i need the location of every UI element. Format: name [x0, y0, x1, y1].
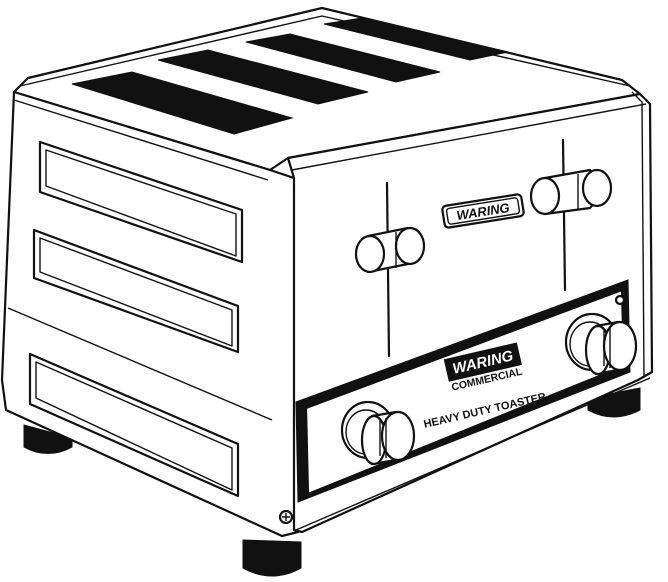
side-emboss-mid-inner	[39, 237, 233, 347]
foot-right	[587, 387, 641, 418]
bread-slot-2	[157, 49, 369, 105]
browning-knob-right[interactable]	[564, 312, 638, 376]
lever-track-left	[385, 181, 391, 358]
brand-badge: WARING	[441, 193, 525, 229]
bread-slot-4	[323, 17, 509, 61]
base-edge	[295, 377, 651, 531]
front-corner-edge	[631, 91, 645, 377]
front-top-edge	[291, 103, 647, 171]
foot-left	[23, 424, 73, 454]
toaster-top	[12, 6, 642, 172]
lever-track-right	[561, 138, 567, 292]
bread-slot-1	[71, 71, 294, 135]
lever-right[interactable]	[529, 168, 613, 216]
left-side-seam	[7, 307, 273, 421]
toaster-front: WARING WARING COMMERCIAL HEAVY DUTY TOAS…	[286, 91, 654, 534]
panel-logo-box	[443, 342, 522, 382]
side-emboss-bottom	[28, 352, 240, 498]
side-emboss-top-inner	[45, 149, 237, 257]
lever-left[interactable]	[354, 226, 426, 274]
side-emboss-top	[38, 140, 244, 264]
indicator-light	[614, 294, 626, 306]
foot-front	[242, 539, 302, 577]
browning-knob-left[interactable]	[340, 400, 416, 466]
left-side-edge	[13, 99, 269, 181]
toaster-left-side	[0, 90, 300, 538]
side-emboss-mid	[32, 228, 240, 354]
bread-slot-3	[245, 33, 441, 83]
toaster-feet	[23, 387, 641, 577]
side-emboss-bottom-inner	[35, 361, 233, 491]
screw-slot	[282, 513, 290, 521]
top-inner-edge	[19, 15, 631, 87]
